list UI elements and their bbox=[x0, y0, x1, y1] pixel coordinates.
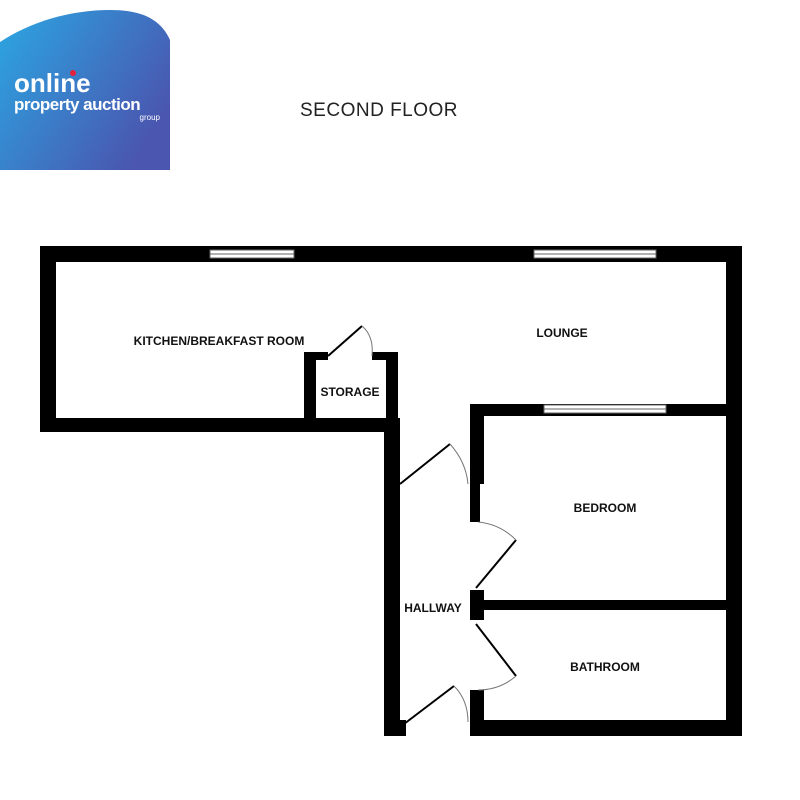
wall-storage-top-left bbox=[304, 352, 328, 360]
room-label-hallway: HALLWAY bbox=[404, 601, 462, 615]
floor-title: SECOND FLOOR bbox=[300, 100, 459, 121]
logo-line1: online bbox=[14, 68, 91, 98]
wall-hallway-left-upper bbox=[384, 418, 400, 490]
room-labels: KITCHEN/BREAKFAST ROOM LOUNGE STORAGE BE… bbox=[134, 326, 640, 674]
logo-line2: property auction bbox=[14, 95, 140, 114]
wall-storage-right bbox=[386, 352, 398, 424]
wall-bed-bath-partition bbox=[470, 600, 742, 610]
logo-line3: group bbox=[140, 113, 161, 122]
logo-accent-dot bbox=[70, 70, 76, 76]
wall-storage-left bbox=[304, 352, 316, 424]
door-hallway-upper-leaf bbox=[399, 443, 451, 485]
wall-bottom-right bbox=[470, 720, 742, 736]
wall-bedroom-left-stub bbox=[470, 482, 480, 522]
wall-hallway-left-lower bbox=[384, 488, 400, 736]
door-bathroom-arc bbox=[477, 675, 517, 691]
door-storage-leaf bbox=[327, 325, 363, 357]
wall-kitchen-bottom bbox=[40, 418, 398, 432]
room-label-kitchen: KITCHEN/BREAKFAST ROOM bbox=[134, 334, 305, 348]
room-label-bathroom: BATHROOM bbox=[570, 660, 640, 674]
door-hallway-upper-arc bbox=[449, 443, 469, 485]
door-entrance-leaf bbox=[403, 685, 455, 725]
logo-badge bbox=[0, 10, 170, 170]
wall-storage-top-right bbox=[372, 352, 398, 360]
windows bbox=[209, 249, 667, 414]
wall-right bbox=[726, 246, 742, 736]
room-label-lounge: LOUNGE bbox=[536, 326, 587, 340]
door-bedroom-leaf bbox=[475, 539, 517, 589]
wall-bottom-hallway bbox=[384, 720, 406, 736]
room-label-storage: STORAGE bbox=[320, 385, 379, 399]
door-entrance-arc bbox=[453, 685, 469, 723]
company-logo: online property auction group bbox=[0, 10, 170, 170]
door-bathroom-leaf bbox=[475, 623, 517, 677]
wall-bedroom-left-upper bbox=[470, 404, 484, 484]
wall-left bbox=[40, 246, 56, 432]
door-bedroom-arc bbox=[477, 521, 517, 541]
room-label-bedroom: BEDROOM bbox=[574, 501, 637, 515]
doors bbox=[327, 325, 517, 725]
door-storage-arc bbox=[361, 325, 373, 357]
wall-bed-bath-stub bbox=[470, 590, 484, 620]
